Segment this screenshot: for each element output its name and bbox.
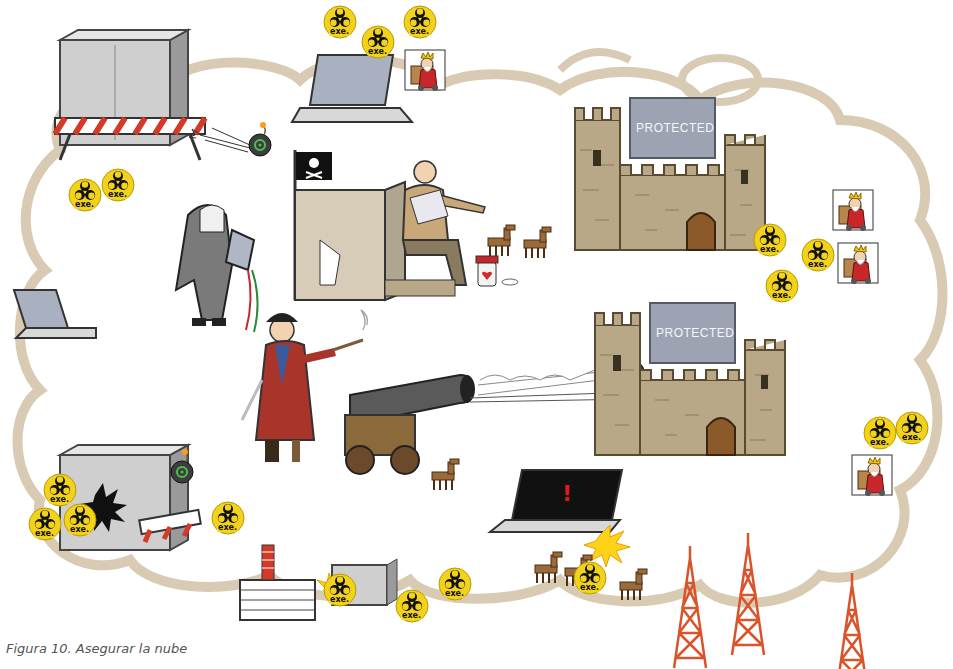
screen-label: PROTECTED: [656, 327, 735, 339]
screen-label: PROTECTED: [636, 122, 715, 134]
figure-caption: Figura 10. Asegurar la nube: [6, 642, 187, 655]
file-tag: exe.: [34, 530, 55, 538]
file-tag: exe.: [49, 496, 70, 504]
file-tag: exe.: [401, 612, 422, 620]
file-tag: exe.: [579, 584, 600, 592]
file-tag: exe.: [409, 28, 430, 36]
file-tag: exe.: [367, 48, 388, 56]
file-tag: exe.: [807, 261, 828, 269]
file-tag: exe.: [771, 292, 792, 300]
file-tag: exe.: [107, 191, 128, 199]
file-tag: exe.: [69, 526, 90, 534]
file-tag: exe.: [329, 28, 350, 36]
file-tag: exe.: [74, 201, 95, 209]
file-tag: exe.: [869, 439, 890, 447]
file-tag: exe.: [444, 590, 465, 598]
file-tag: exe.: [901, 434, 922, 442]
file-tag: exe.: [217, 524, 238, 532]
warning-mark: !: [562, 483, 572, 505]
file-tag: exe.: [329, 596, 350, 604]
file-tag: exe.: [759, 246, 780, 254]
